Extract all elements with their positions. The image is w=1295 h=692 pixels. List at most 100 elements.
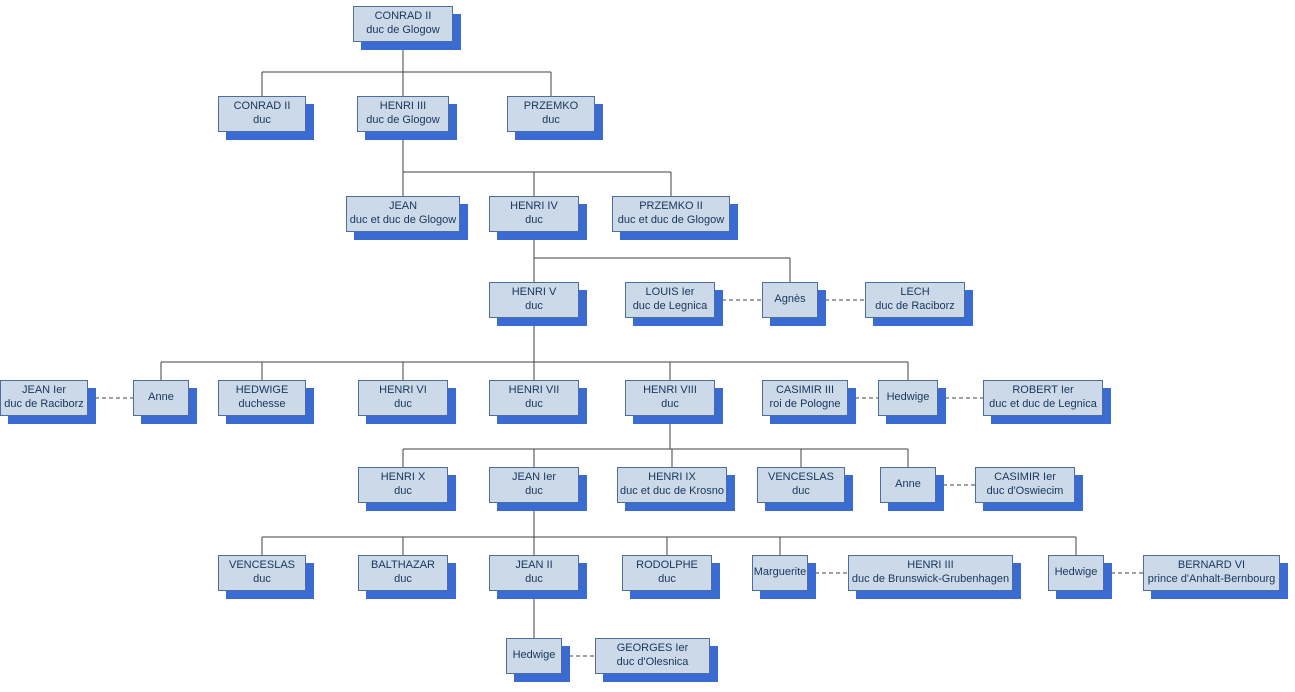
person-name: Anne [895, 478, 921, 491]
person-name: JEAN Ier [511, 471, 556, 484]
person-title: duc [525, 398, 543, 410]
person-name: PRZEMKO [523, 100, 579, 113]
person-name: HENRI VI [379, 384, 427, 397]
person-name: HENRI VII [508, 384, 560, 397]
person-name: PRZEMKO II [639, 200, 703, 213]
person-title: duc [253, 573, 271, 585]
person-name: BERNARD VI [1177, 559, 1246, 572]
person-node-hedwige-2[interactable]: Hedwige [1048, 555, 1104, 591]
person-name: CASIMIR III [775, 384, 835, 397]
person-title: duc et duc de Glogow [617, 214, 725, 226]
person-node-hedwige-3[interactable]: Hedwige [506, 638, 562, 674]
person-name: LECH [900, 286, 930, 299]
person-name: CONRAD II [233, 100, 291, 113]
person-name: JEAN II [515, 559, 553, 572]
person-title: duc [394, 398, 412, 410]
person-title: duc de Brunswick-Grubenhagen [851, 573, 1010, 585]
person-name: HEDWIGE [235, 384, 289, 397]
person-name: HENRI X [380, 471, 426, 484]
person-name: Hedwige [512, 649, 556, 662]
person-title: duc [658, 573, 676, 585]
person-name: HENRI III [379, 100, 427, 113]
person-title: duc [792, 485, 810, 497]
person-title: duc et duc de Legnica [989, 398, 1097, 410]
person-name: LOUIS Ier [645, 286, 695, 299]
person-name: Marguerite [753, 566, 807, 579]
person-title: duc de Raciborz [4, 398, 84, 410]
person-name: VENCESLAS [767, 471, 835, 484]
person-name: Anne [148, 391, 174, 404]
person-title: duc de Legnica [632, 300, 708, 312]
person-title: duc et duc de Glogow [349, 214, 457, 226]
person-title: duc [542, 114, 560, 126]
person-title: duc de Glogow [366, 114, 440, 126]
person-name: HENRI IX [648, 471, 696, 484]
person-name: HENRI IV [510, 200, 558, 213]
person-name: HENRI III [907, 559, 954, 572]
person-title: roi de Pologne [769, 398, 841, 410]
person-name: CASIMIR Ier [994, 471, 1056, 484]
person-name: HENRI V [511, 286, 557, 299]
person-name: JEAN Ier [21, 384, 66, 397]
person-name: VENCESLAS [228, 559, 296, 572]
person-title: duc et duc de Krosno [620, 485, 724, 497]
person-name: HENRI VIII [643, 384, 697, 397]
person-title: duc de Raciborz [875, 300, 955, 312]
person-node-marguerite[interactable]: Marguerite [752, 555, 808, 591]
person-name: Agnès [774, 293, 806, 306]
person-title: duc [525, 573, 543, 585]
person-name: RODOLPHE [636, 559, 698, 572]
person-node-anne-2[interactable]: Anne [880, 467, 936, 503]
person-title: duc [253, 114, 271, 126]
person-node-anne-1[interactable]: Anne [133, 380, 189, 416]
person-title: duc [661, 398, 679, 410]
person-title: duc [394, 485, 412, 497]
person-node-hedwige-1[interactable]: Hedwige [878, 380, 938, 416]
person-title: duc [525, 214, 543, 226]
person-title: prince d'Anhalt-Bernbourg [1147, 573, 1276, 585]
person-name: BALTHAZAR [371, 559, 435, 572]
person-name: ROBERT Ier [1012, 384, 1074, 397]
person-name: CONRAD II [374, 10, 432, 23]
person-title: duc de Glogow [366, 24, 440, 36]
person-title: duc d'Oswiecim [986, 485, 1064, 497]
person-name: Hedwige [886, 391, 930, 404]
person-name: Hedwige [1054, 566, 1098, 579]
person-title: duchesse [238, 398, 286, 410]
person-node-agnes[interactable]: Agnès [762, 282, 818, 318]
person-name: JEAN [388, 200, 418, 213]
person-title: duc [525, 300, 543, 312]
person-title: duc [394, 573, 412, 585]
